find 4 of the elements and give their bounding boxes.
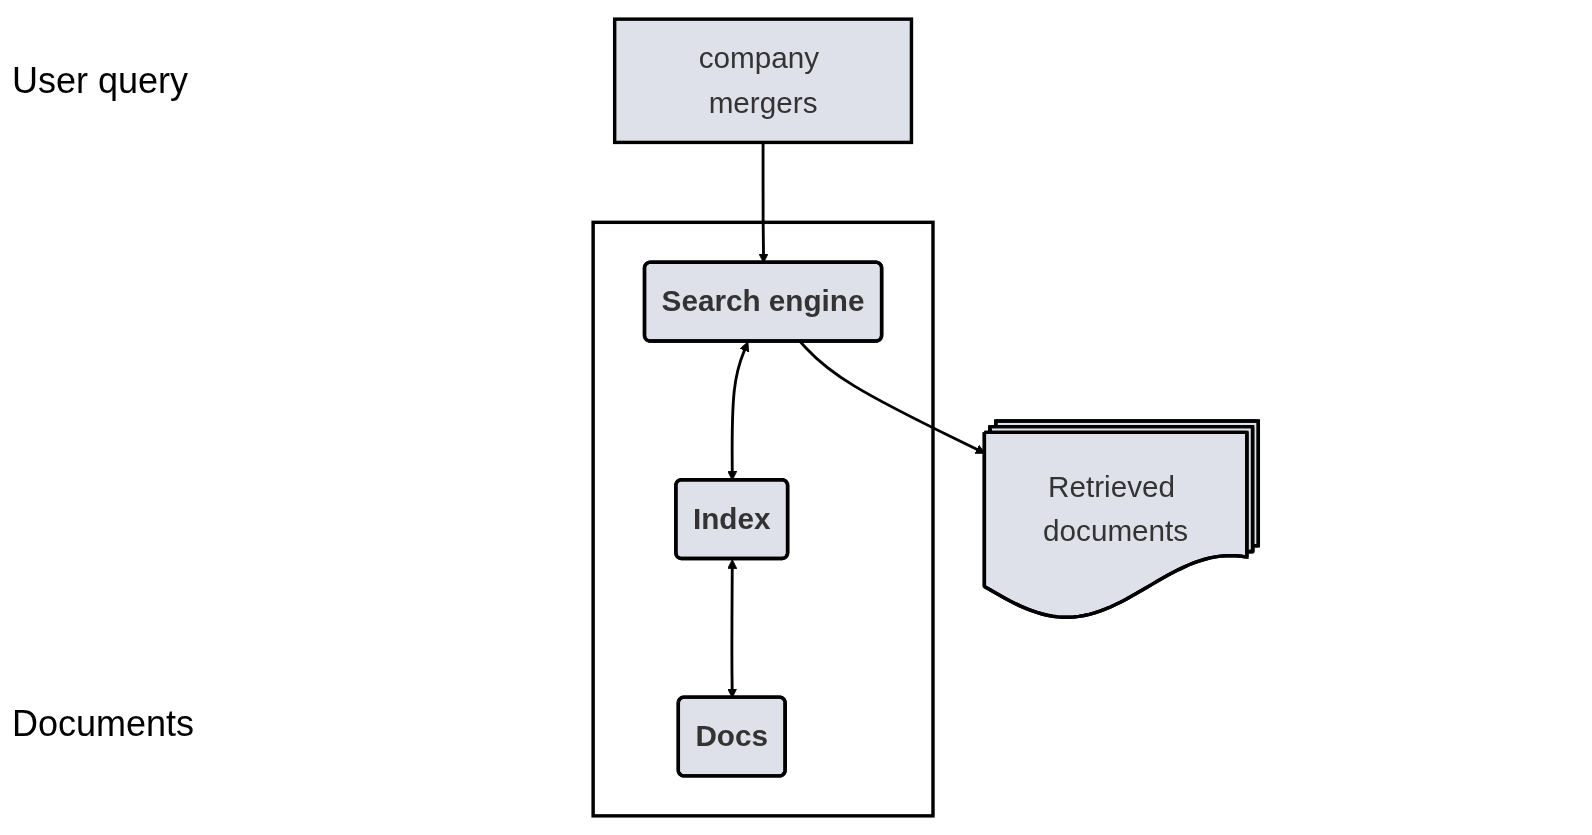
side-label: User query [12, 60, 190, 102]
side-label: Documents [12, 703, 196, 745]
node-box: company mergers [613, 17, 914, 145]
cluster [591, 220, 935, 818]
